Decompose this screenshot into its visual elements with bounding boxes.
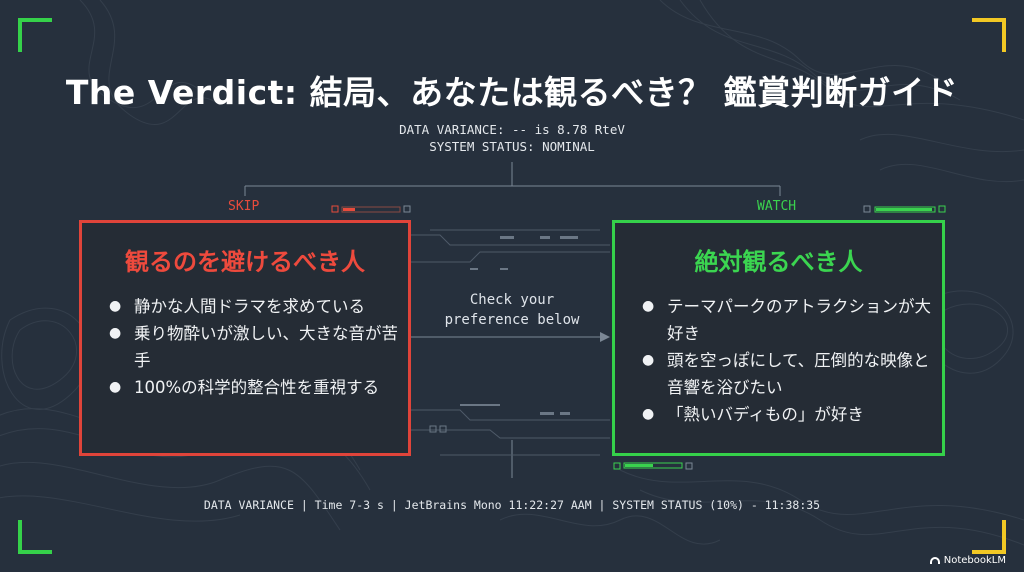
- list-item: ●テーマパークのアトラクションが大好き: [637, 293, 937, 347]
- list-item: ●静かな人間ドラマを求めている: [104, 293, 404, 320]
- center-prompt-line1: Check your: [469, 292, 555, 308]
- watch-panel: 絶対観るべき人 ●テーマパークのアトラクションが大好き ●頭を空っぽにして、圧倒…: [612, 220, 945, 456]
- brand-label: NotebookLM: [943, 555, 1006, 566]
- list-item: ●頭を空っぽにして、圧倒的な映像と音響を浴びたい: [637, 347, 937, 401]
- list-item: ●乗り物酔いが激しい、大きな音が苦手: [104, 320, 404, 374]
- bullet-icon: ●: [642, 298, 655, 314]
- bullet-icon: ●: [109, 379, 122, 395]
- corner-bracket-bottom-left: [18, 520, 52, 554]
- skip-panel: 観るのを避けるべき人 ●静かな人間ドラマを求めている ●乗り物酔いが激しい、大き…: [79, 220, 411, 456]
- footer-status: DATA VARIANCE | Time 7-3 s | JetBrains M…: [203, 498, 821, 512]
- notebooklm-logo-icon: [929, 557, 940, 564]
- corner-bracket-bottom-right: [972, 520, 1006, 554]
- corner-bracket-top-right: [972, 18, 1006, 52]
- watch-heading: 絶対観るべき人: [694, 248, 863, 276]
- bullet-icon: ●: [642, 352, 655, 368]
- status-line-variance: DATA VARIANCE: -- is 8.78 RteV: [399, 122, 625, 137]
- skip-tag: SKIP: [228, 199, 260, 214]
- list-item: ●100%の科学的整合性を重視する: [104, 374, 404, 401]
- page-title: The Verdict: 結局、あなたは観るべき？ 鑑賞判断ガイド: [65, 73, 959, 112]
- corner-bracket-top-left: [18, 18, 52, 52]
- bullet-icon: ●: [109, 325, 122, 341]
- center-prompt: Check your preference below: [412, 290, 612, 330]
- watch-list: ●テーマパークのアトラクションが大好き ●頭を空っぽにして、圧倒的な映像と音響を…: [637, 293, 937, 428]
- bullet-icon: ●: [109, 298, 122, 314]
- skip-heading: 観るのを避けるべき人: [125, 248, 365, 276]
- status-line-system: SYSTEM STATUS: NOMINAL: [429, 139, 595, 154]
- skip-list: ●静かな人間ドラマを求めている ●乗り物酔いが激しい、大きな音が苦手 ●100%…: [104, 293, 404, 401]
- brand-watermark: NotebookLM: [929, 555, 1006, 566]
- watch-tag: WATCH: [757, 199, 797, 214]
- center-prompt-line2: preference below: [444, 312, 580, 328]
- bullet-icon: ●: [642, 406, 655, 422]
- list-item: ●「熱いバディもの」が好き: [637, 401, 937, 428]
